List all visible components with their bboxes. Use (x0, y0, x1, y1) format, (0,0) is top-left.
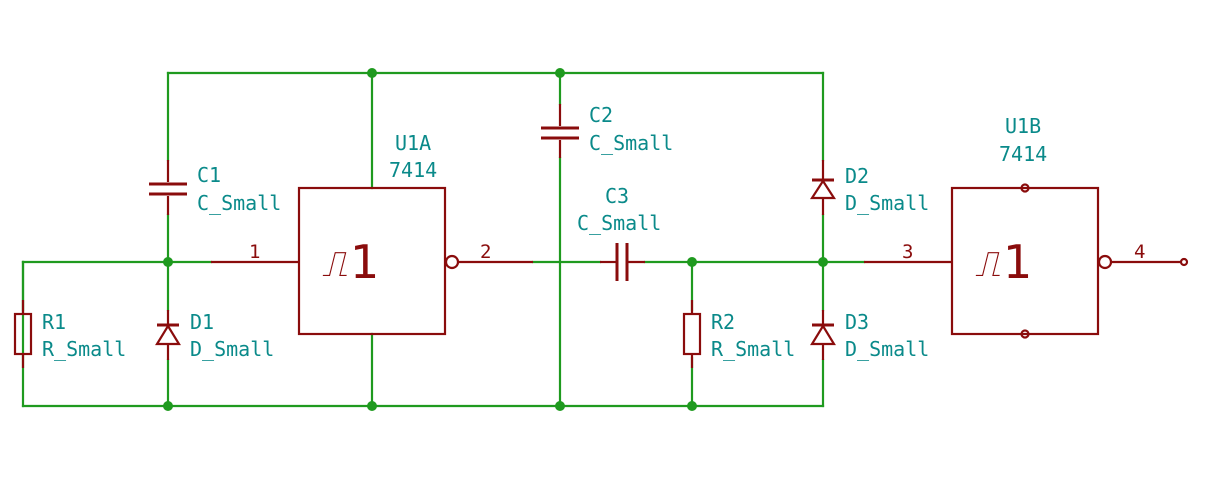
junction-dot (555, 401, 565, 411)
r1-value-label: R_Small (42, 337, 126, 361)
d3-value-label: D_Small (845, 337, 929, 361)
junction-dot (687, 401, 697, 411)
junction-dot (555, 68, 565, 78)
resistor-r2[interactable]: R2 R_Small (682, 300, 795, 368)
c1-value-label: C_Small (197, 191, 281, 215)
u1a-ref-label: U1A (395, 131, 431, 155)
diode-d2[interactable]: D2 D_Small (809, 160, 929, 215)
wires (21, 71, 866, 408)
u1b-inversion-bubble (1097, 254, 1113, 270)
diode-d3[interactable]: D3 D_Small (810, 310, 929, 361)
junction-dot (687, 257, 697, 267)
u1b-value-label: 7414 (999, 142, 1047, 166)
junctions (163, 68, 828, 411)
u1a-value-label: 7414 (389, 158, 437, 182)
c3-value-label: C_Small (577, 211, 661, 235)
d2-value-label: D_Small (845, 191, 929, 215)
u1b-function-label: 1 (1003, 235, 1032, 289)
c2-ref-label: C2 (589, 103, 613, 127)
diode-triangle (809, 178, 837, 200)
junction-dot (367, 68, 377, 78)
capacitor-c1[interactable]: C1 C_Small (149, 160, 281, 215)
c3-ref-label: C3 (605, 184, 629, 208)
c2-value-label: C_Small (589, 131, 673, 155)
d2-ref-label: D2 (845, 164, 869, 188)
u1b-pin-in-number: 3 (902, 241, 913, 263)
schmitt-trigger-icon: ⎍ (975, 244, 1000, 285)
capacitor-c3[interactable]: C3 C_Small (577, 184, 661, 281)
inverter-u1b[interactable]: 3 4 ⎍ 1 U1B 7414 (864, 114, 1189, 339)
inverter-u1a[interactable]: 1 2 ⎍ 1 U1A 7414 (211, 131, 533, 336)
u1a-pin-out-number: 2 (480, 241, 491, 263)
junction-dot (163, 401, 173, 411)
r2-value-label: R_Small (711, 337, 795, 361)
capacitor-c2[interactable]: C2 C_Small (541, 103, 673, 158)
u1b-pin-out-number: 4 (1134, 241, 1145, 263)
junction-dot (367, 401, 377, 411)
diode-triangle (810, 323, 836, 346)
resistor-body (682, 312, 702, 356)
resistor-r1[interactable]: R1 R_Small (13, 300, 126, 368)
u1a-pin-in-number: 1 (249, 241, 260, 263)
r1-ref-label: R1 (42, 310, 66, 334)
c1-ref-label: C1 (197, 163, 221, 187)
diode-triangle (155, 323, 181, 346)
d1-value-label: D_Small (190, 337, 274, 361)
diode-d1[interactable]: D1 D_Small (155, 310, 274, 361)
junction-dot (163, 257, 173, 267)
u1b-output-terminal (1179, 257, 1189, 267)
r2-ref-label: R2 (711, 310, 735, 334)
u1b-ref-label: U1B (1005, 114, 1041, 138)
u1b-ground-pin (1020, 329, 1030, 339)
schmitt-trigger-icon: ⎍ (322, 244, 347, 285)
junction-dot (818, 257, 828, 267)
d3-ref-label: D3 (845, 310, 869, 334)
d1-ref-label: D1 (190, 310, 214, 334)
u1a-function-label: 1 (350, 235, 379, 289)
u1a-inversion-bubble (444, 254, 460, 270)
u1b-power-pin (1020, 183, 1030, 193)
